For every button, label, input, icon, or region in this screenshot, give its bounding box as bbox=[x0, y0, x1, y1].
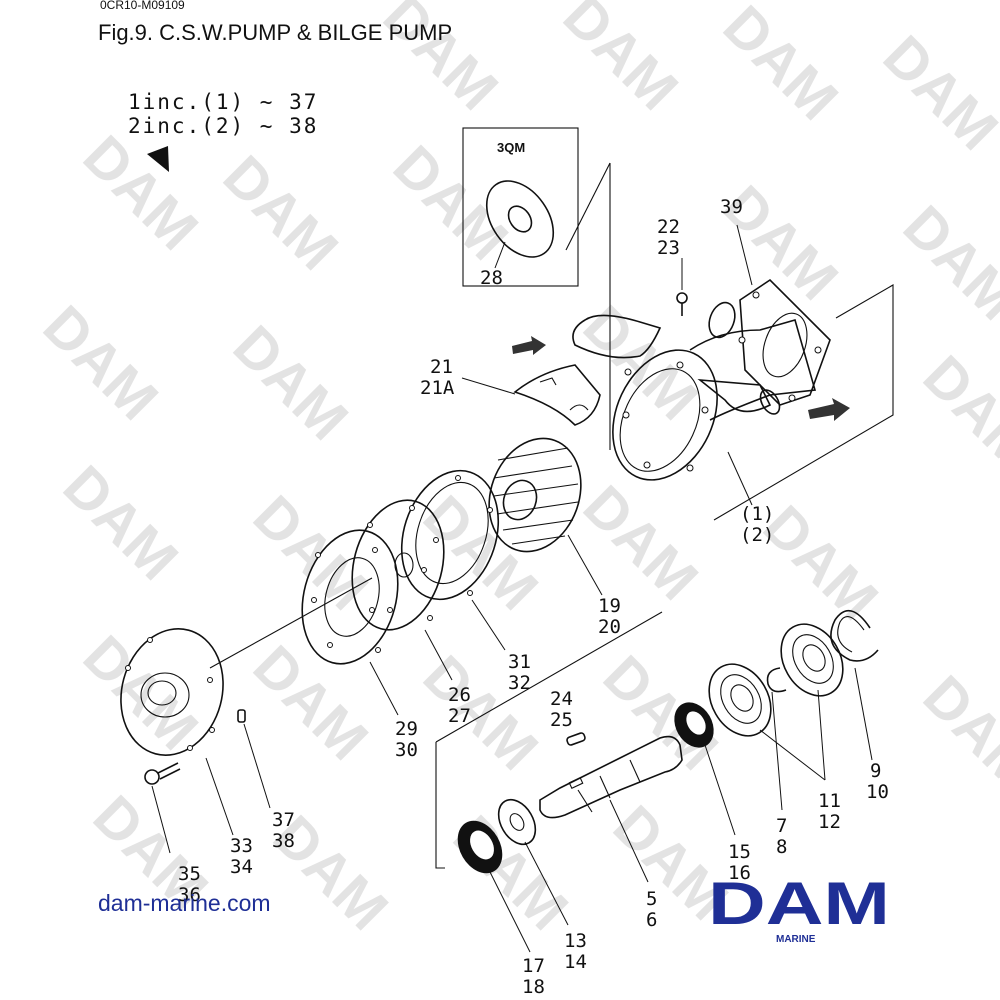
watermark: DAM bbox=[551, 0, 690, 123]
callout-22: 22 bbox=[657, 216, 680, 238]
callout-29: 29 bbox=[395, 718, 418, 740]
shaft-5 bbox=[539, 735, 683, 883]
callout-5: 5 bbox=[646, 888, 657, 910]
callout-9: 9 bbox=[870, 760, 881, 782]
callout-12: 12 bbox=[818, 811, 841, 833]
logo-word: DAM bbox=[708, 878, 890, 937]
bearing-11-right bbox=[780, 623, 844, 781]
gasket-29 bbox=[301, 529, 399, 716]
callout-10: 10 bbox=[866, 781, 889, 803]
outlet-pipe bbox=[759, 389, 781, 415]
watermark: DAM bbox=[711, 0, 850, 133]
bearing-11-left bbox=[708, 663, 826, 781]
watermark: DAM bbox=[871, 23, 1000, 162]
screw-22 bbox=[676, 292, 688, 304]
document-code: 0CR10-M09109 bbox=[100, 0, 185, 12]
callout-24: 24 bbox=[550, 688, 573, 710]
callout-23: 23 bbox=[657, 237, 680, 259]
callout-35: 35 bbox=[178, 863, 201, 885]
callout-1: (1) bbox=[740, 503, 774, 525]
callout-32: 32 bbox=[508, 672, 531, 694]
watermark: DAM bbox=[571, 293, 710, 432]
figure-title: Fig.9. C.S.W.PUMP & BILGE PUMP bbox=[98, 20, 453, 45]
callout-17: 17 bbox=[522, 955, 545, 977]
seal-15 bbox=[674, 702, 736, 836]
watermark: DAM bbox=[571, 473, 710, 612]
watermark: DAM bbox=[911, 663, 1000, 802]
assembly-bracket bbox=[209, 162, 894, 869]
watermark: DAM bbox=[221, 313, 360, 452]
seal-17 bbox=[457, 820, 531, 953]
flow-in-arrow-icon bbox=[512, 336, 546, 355]
impeller-19 bbox=[488, 437, 603, 596]
callout-26: 26 bbox=[448, 684, 471, 706]
watermark: DAM bbox=[211, 143, 350, 282]
callout-labels: 39 22 23 21 21A (1) (2) 19 20 31 32 26 2… bbox=[178, 196, 889, 998]
callout-31: 31 bbox=[508, 651, 531, 673]
bolt-35 bbox=[144, 762, 181, 854]
inset-model-label: 3QM bbox=[497, 140, 525, 155]
callout-21: 21 bbox=[430, 356, 453, 378]
include-note-1: 1inc.(1) ~ 37 bbox=[128, 90, 319, 114]
watermark: DAM bbox=[51, 453, 190, 592]
watermark: DAM bbox=[711, 173, 850, 312]
callout-11: 11 bbox=[818, 790, 841, 812]
watermark: DAM bbox=[891, 193, 1000, 332]
callout-15: 15 bbox=[728, 841, 751, 863]
wear-plate-26 bbox=[351, 499, 453, 681]
watermark: DAM bbox=[911, 343, 1000, 482]
direction-arrow-icon bbox=[147, 146, 169, 172]
callout-25: 25 bbox=[550, 709, 573, 731]
callout-27: 27 bbox=[448, 705, 471, 727]
callout-37: 37 bbox=[272, 809, 295, 831]
cover-flange-39 bbox=[739, 278, 831, 406]
callout-14: 14 bbox=[564, 951, 587, 973]
key-24 bbox=[566, 732, 586, 746]
watermark: DAM bbox=[71, 123, 210, 262]
callout-39: 39 bbox=[720, 196, 743, 218]
gasket-31 bbox=[400, 469, 506, 651]
callout-38: 38 bbox=[272, 830, 295, 852]
callout-18: 18 bbox=[522, 976, 545, 998]
callout-8: 8 bbox=[776, 836, 787, 858]
callout-19: 19 bbox=[598, 595, 621, 617]
end-cover-33 bbox=[120, 628, 234, 836]
snap-ring-9 bbox=[830, 610, 879, 761]
cam-21 bbox=[461, 364, 601, 426]
circlip-7 bbox=[766, 667, 787, 811]
callout-21a: 21A bbox=[420, 377, 455, 399]
watermark: DAM bbox=[241, 633, 380, 772]
callout-6: 6 bbox=[646, 909, 657, 931]
pump-body bbox=[512, 224, 850, 506]
dam-marine-logo: DAM MARINE bbox=[708, 878, 890, 945]
callout-16: 16 bbox=[728, 862, 751, 884]
callout-2: (2) bbox=[740, 524, 774, 546]
flow-out-arrow-icon bbox=[808, 398, 850, 421]
callout-28: 28 bbox=[480, 267, 503, 289]
callout-33: 33 bbox=[230, 835, 253, 857]
callout-36: 36 bbox=[178, 884, 201, 906]
inset-3qm: 3QM 28 bbox=[462, 127, 579, 289]
washer-28 bbox=[485, 180, 555, 258]
include-note-2: 2inc.(2) ~ 38 bbox=[128, 114, 319, 138]
washer-13 bbox=[497, 798, 569, 926]
website-link[interactable]: dam-marine.com bbox=[98, 890, 271, 916]
logo-subtitle: MARINE bbox=[776, 934, 816, 945]
watermark: DAM bbox=[241, 483, 380, 622]
watermark: DAM bbox=[441, 803, 580, 942]
callout-30: 30 bbox=[395, 739, 418, 761]
watermark: DAM bbox=[31, 293, 170, 432]
watermark: DAM bbox=[371, 0, 510, 123]
pin-37 bbox=[237, 709, 271, 809]
callout-20: 20 bbox=[598, 616, 621, 638]
callout-7: 7 bbox=[776, 815, 787, 837]
callout-34: 34 bbox=[230, 856, 253, 878]
pump-flange bbox=[612, 349, 718, 481]
callout-13: 13 bbox=[564, 930, 587, 952]
